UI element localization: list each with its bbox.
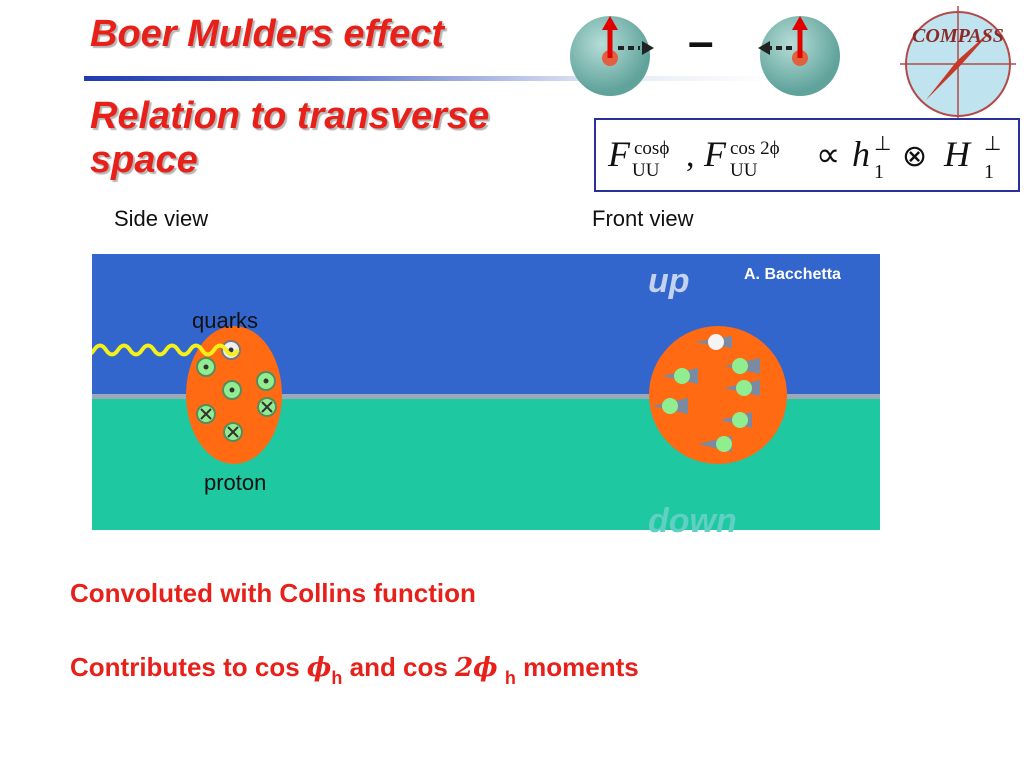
moments-text-c: moments <box>515 652 639 682</box>
formula-perp-2: ⊥ <box>984 133 1001 155</box>
diagram-graphic <box>92 254 880 530</box>
formula-sub-1b: 1 <box>984 161 994 183</box>
phi-symbol: ϕ <box>306 653 332 683</box>
photon-wave <box>92 343 240 357</box>
front-view-label: Front view <box>592 206 694 231</box>
quarks-label: quarks <box>192 308 259 333</box>
title-underline <box>84 76 774 81</box>
formula-otimes: ⊗ <box>902 140 927 173</box>
collins-line: Convoluted with Collins function <box>70 578 476 608</box>
up-label: up <box>648 262 690 300</box>
formula-sub-1a: 1 <box>874 161 884 183</box>
logo-text: COMPASS <box>912 25 1004 47</box>
moments-text-b: and cos <box>342 652 456 682</box>
spin-state-right-icon <box>570 16 654 96</box>
slide-subtitle: Relation to transverse space <box>90 95 490 181</box>
spin-state-left-icon <box>758 16 840 96</box>
moments-text-a: Contributes to cos <box>70 652 307 682</box>
formula-perp-1: ⊥ <box>874 133 891 155</box>
formula-comma: , <box>686 137 695 174</box>
credit-label: A. Bacchetta <box>744 266 841 283</box>
quark-front-5 <box>732 412 748 428</box>
slide-title: Boer Mulders effect <box>90 13 445 55</box>
formula-H: H <box>943 134 972 174</box>
proton-diagram: A. Bacchetta up down quarks proton <box>92 254 880 540</box>
formula-cos-2phi: cos 2ϕ <box>730 138 780 159</box>
quark-front-1 <box>732 358 748 374</box>
formula-uu-2: UU <box>730 160 758 181</box>
formula-cos-phi: cosϕ <box>634 138 669 159</box>
two-phi-subscript: h <box>504 668 516 688</box>
compass-logo: COMPASS <box>900 6 1016 118</box>
down-label: down <box>648 502 737 540</box>
formula: F cosϕ UU , F cos 2ϕ UU ∝ h ⊥ 1 ⊗ H ⊥ 1 <box>607 133 1001 183</box>
formula-propto: ∝ <box>816 137 840 174</box>
proton-label: proton <box>204 470 267 495</box>
side-view-label: Side view <box>114 206 209 231</box>
phi-subscript: h <box>331 668 343 688</box>
quark-front-6 <box>716 436 732 452</box>
quark-front-3 <box>736 380 752 396</box>
moments-line: Contributes to cos ϕh and cos 2ϕ h momen… <box>70 652 639 688</box>
formula-F2: F <box>703 134 727 174</box>
formula-h: h <box>852 134 870 174</box>
quark-front-4 <box>662 398 678 414</box>
formula-uu-1: UU <box>632 160 660 181</box>
divider-line <box>92 394 880 399</box>
two-phi-symbol: 2ϕ <box>455 653 498 683</box>
formula-F1: F <box>607 134 631 174</box>
formula-box: F cosϕ UU , F cos 2ϕ UU ∝ h ⊥ 1 ⊗ H ⊥ 1 <box>594 118 1020 192</box>
quark-front-white <box>708 334 724 350</box>
quark-front-2 <box>674 368 690 384</box>
minus-sign: – <box>688 15 714 67</box>
